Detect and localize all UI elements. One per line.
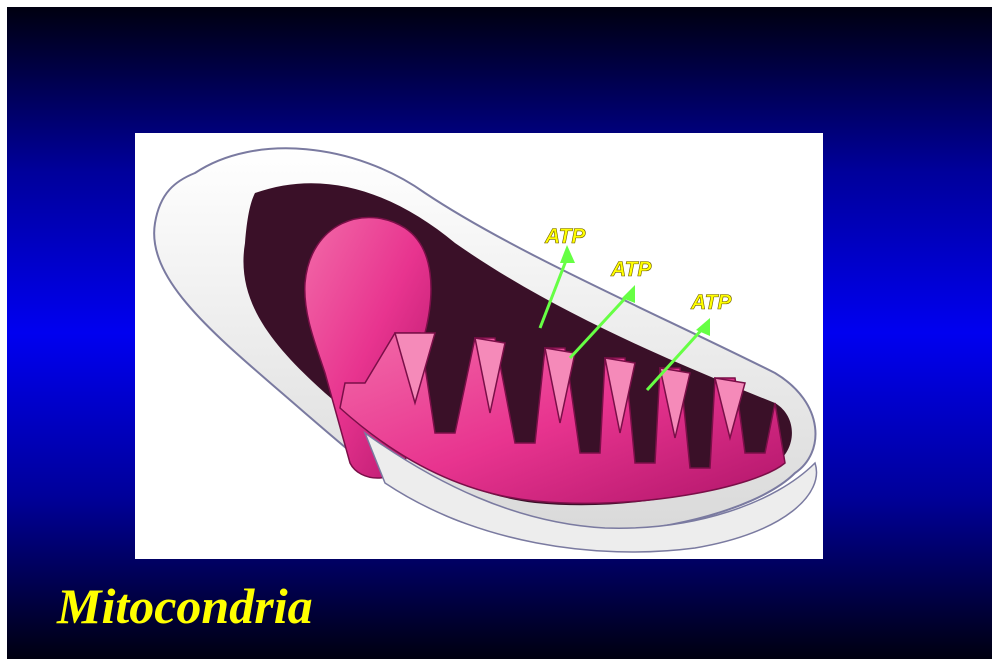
mitochondrion-illustration: ATP ATP ATP	[135, 133, 823, 559]
mitochondrion-figure: ATP ATP ATP	[135, 133, 823, 559]
atp-label-3: ATP	[690, 291, 732, 314]
atp-label-2: ATP	[610, 258, 652, 281]
slide-title: Mitocondria	[57, 581, 313, 631]
atp-label-1: ATP	[544, 225, 586, 248]
slide: ATP ATP ATP Mitocondria	[7, 7, 992, 659]
